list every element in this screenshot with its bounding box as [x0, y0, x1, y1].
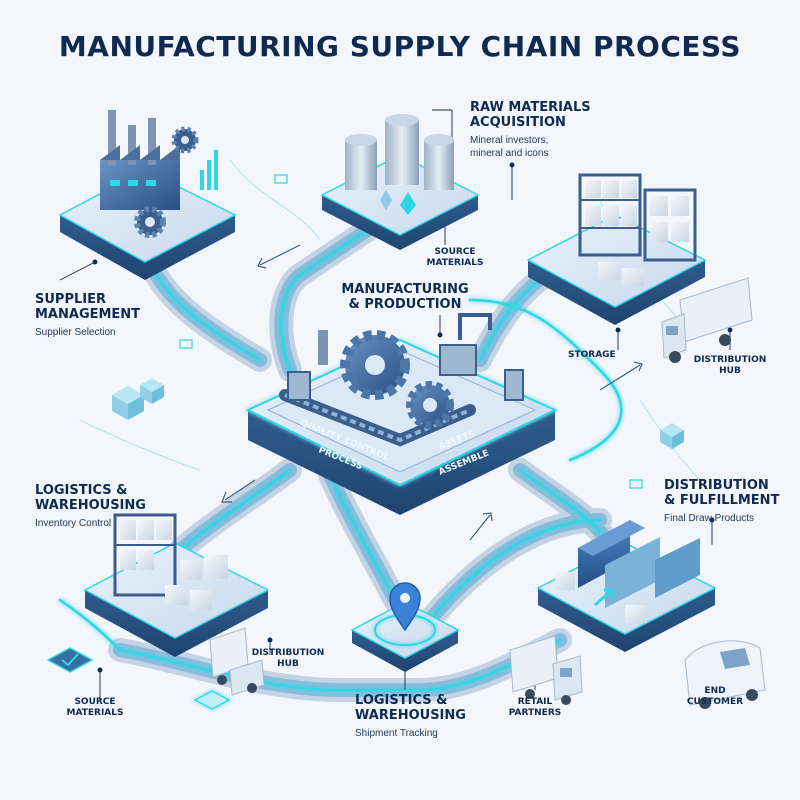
- dist-hub-top-line-1: DISTRIBUTION: [693, 355, 767, 365]
- arrow-icon: [469, 514, 491, 541]
- label-distribution-hub-bottom: DISTRIBUTION HUB: [248, 648, 328, 670]
- shelf-icon: [578, 173, 697, 286]
- logistics-bottom-sub: Shipment Tracking: [355, 728, 438, 739]
- label-source-materials-bottom: SOURCE MATERIALS: [55, 697, 135, 719]
- supplier-sub: Supplier Selection: [35, 327, 116, 338]
- raw-materials-sub-2: mineral and icons: [470, 148, 549, 159]
- end-customer-line-1: END: [704, 686, 726, 696]
- logistics-left-sub: Inventory Control: [35, 518, 112, 529]
- logistics-bottom-title-2: WAREHOUSING: [355, 708, 466, 723]
- logistics-bottom-title-1: LOGISTICS &: [355, 693, 448, 708]
- arrow-icon: [224, 479, 256, 501]
- location-pin-icon: [389, 582, 421, 632]
- shelf-icon: [113, 513, 228, 610]
- label-source-materials-top: SOURCE MATERIALS: [415, 247, 495, 269]
- gear-icon: [340, 330, 454, 429]
- truck-icon: [209, 627, 265, 696]
- box-icon: [555, 572, 647, 623]
- platform-logistics-left[interactable]: [83, 513, 270, 657]
- crystal-icon: [380, 190, 416, 215]
- platform-distribution[interactable]: [536, 520, 717, 652]
- platform-supplier[interactable]: [58, 110, 237, 280]
- decor-square-icon: [179, 174, 643, 489]
- retail-line-2: PARTNERS: [508, 708, 562, 718]
- label-logistics-left: LOGISTICS & WAREHOUSING Inventory Contro…: [35, 483, 146, 530]
- van-icon: [684, 640, 766, 709]
- distribution-title-2: & FULFILLMENT: [664, 493, 780, 508]
- container-icon: [578, 520, 700, 608]
- machine-icon: [287, 330, 328, 401]
- label-raw-materials: RAW MATERIALS ACQUISITION Mineral invest…: [470, 100, 591, 160]
- dist-hub-top-line-2: HUB: [719, 366, 741, 376]
- raw-materials-title-1: RAW MATERIALS: [470, 100, 591, 115]
- silo-icon: [345, 114, 454, 190]
- manufacturing-title-1: MANUFACTURING: [341, 282, 469, 297]
- label-distribution-fulfillment: DISTRIBUTION & FULFILLMENT Final Draw Pr…: [664, 478, 779, 525]
- dist-hub-bottom-line-1: DISTRIBUTION: [251, 648, 325, 658]
- label-end-customer: END CUSTOMER: [670, 686, 760, 708]
- raw-materials-sub-1: Mineral investors,: [470, 135, 549, 146]
- logistics-left-title-2: WAREHOUSING: [35, 498, 146, 513]
- supplier-title-2: MANAGEMENT: [35, 307, 141, 322]
- decor-cube-icon: [660, 423, 684, 449]
- platform-shipment-tracking[interactable]: [350, 582, 460, 672]
- decor-cube-icon: [112, 378, 164, 420]
- label-retail-partners: RETAIL PARTNERS: [495, 697, 575, 719]
- source-bottom-line-2: MATERIALS: [66, 708, 124, 718]
- platform-raw-materials[interactable]: [320, 114, 480, 250]
- gear-icon: [134, 126, 199, 238]
- decor-glow-tile-icon: [193, 690, 231, 710]
- robot-arm-icon: [439, 313, 524, 401]
- truck-icon: [509, 635, 583, 705]
- platform-manufacturing[interactable]: [245, 313, 558, 515]
- retail-line-1: RETAIL: [517, 697, 553, 707]
- distribution-title-1: DISTRIBUTION: [664, 478, 769, 493]
- platform-storage[interactable]: [526, 173, 707, 325]
- checkmark-tile-icon: [46, 647, 94, 673]
- end-customer-line-2: CUSTOMER: [686, 697, 744, 707]
- storage-text: STORAGE: [568, 350, 616, 360]
- logistics-left-title-1: LOGISTICS &: [35, 483, 128, 498]
- source-bottom-line-1: SOURCE: [74, 697, 116, 707]
- raw-materials-title-2: ACQUISITION: [470, 115, 566, 130]
- truck-icon: [661, 277, 753, 363]
- bar-chart-icon: [200, 150, 218, 190]
- page-title: MANUFACTURING SUPPLY CHAIN PROCESS: [58, 30, 742, 63]
- dist-hub-bottom-line-2: HUB: [277, 659, 299, 669]
- label-logistics-bottom: LOGISTICS & WAREHOUSING Shipment Trackin…: [355, 693, 466, 740]
- label-distribution-hub-top: DISTRIBUTION HUB: [690, 355, 770, 377]
- arrow-icon: [259, 244, 301, 266]
- manufacturing-title-2: & PRODUCTION: [348, 297, 462, 312]
- factory-icon: [100, 110, 180, 210]
- label-supplier-management: SUPPLIER MANAGEMENT Supplier Selection: [35, 292, 140, 339]
- arrow-icon: [599, 364, 641, 391]
- arrow-up-icon: [594, 588, 614, 607]
- label-storage: STORAGE: [568, 350, 616, 361]
- source-top-line-2: MATERIALS: [426, 258, 484, 268]
- label-manufacturing: MANUFACTURING & PRODUCTION: [330, 282, 480, 312]
- source-top-line-1: SOURCE: [434, 247, 476, 257]
- supplier-title-1: SUPPLIER: [35, 292, 106, 307]
- flow-arrows: [221, 244, 643, 541]
- distribution-sub: Final Draw Products: [664, 513, 755, 524]
